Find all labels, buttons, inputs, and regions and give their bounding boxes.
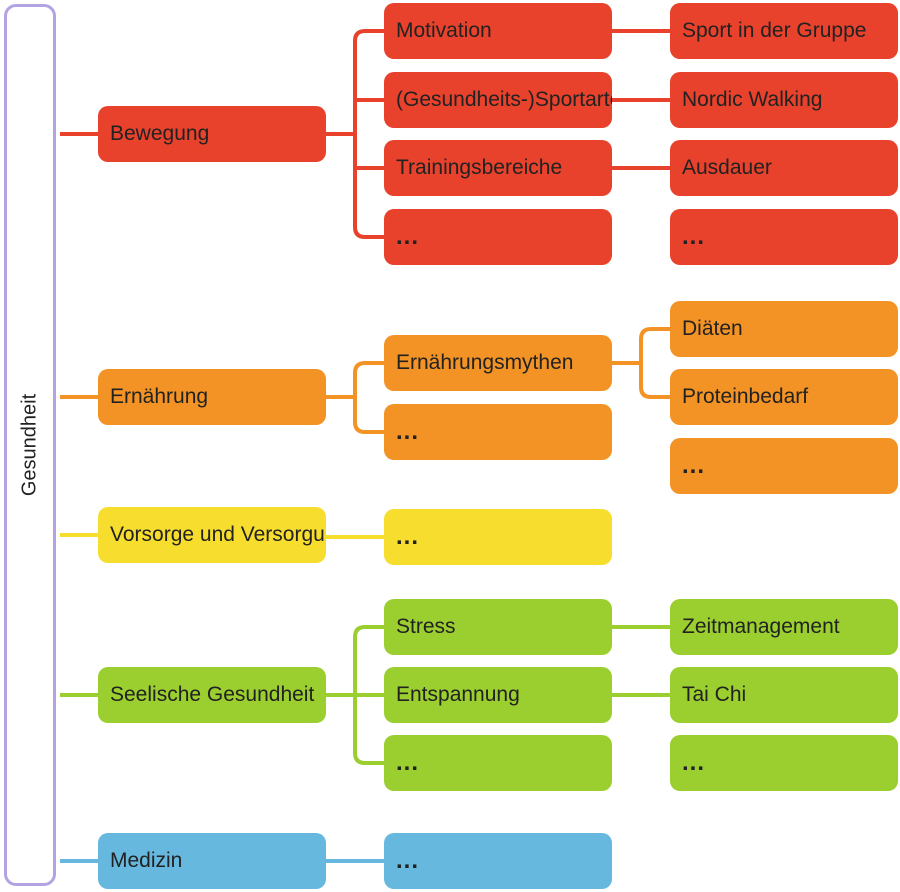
node-entspannung: Entspannung — [384, 667, 612, 723]
connector-ernaehrungsmythen-branches — [639, 327, 670, 399]
node-ernaehrungsmythen: Ernährungsmythen — [384, 335, 612, 391]
node-trainingsbereiche: Trainingsbereiche — [384, 140, 612, 196]
node-ausdauer: Ausdauer — [670, 140, 898, 196]
node-ernaehrungsmythen-more: ... — [670, 438, 898, 494]
node-bewegung-leaf-more: ... — [670, 209, 898, 265]
root-label: Gesundheit — [18, 393, 41, 497]
node-nordic-walking: Nordic Walking — [670, 72, 898, 128]
node-proteinbedarf: Proteinbedarf — [670, 369, 898, 425]
node-seelische-gesundheit: Seelische Gesundheit — [98, 667, 326, 723]
node-ernaehrung-more: ... — [384, 404, 612, 460]
connector-bewegung-branches — [353, 29, 384, 239]
node-medizin: Medizin — [98, 833, 326, 889]
node-bewegung: Bewegung — [98, 106, 326, 162]
node-vorsorge-und-versorgung: Vorsorge und Versorgung — [98, 507, 326, 563]
node-gesundheitssportarten: (Gesundheits-)Sportarten — [384, 72, 612, 128]
connector-seelische-branches — [353, 625, 384, 765]
connector-ernaehrung-branches — [353, 361, 384, 434]
node-tai-chi: Tai Chi — [670, 667, 898, 723]
node-motivation: Motivation — [384, 3, 612, 59]
node-zeitmanagement: Zeitmanagement — [670, 599, 898, 655]
node-stress: Stress — [384, 599, 612, 655]
node-sport-in-der-gruppe: Sport in der Gruppe — [670, 3, 898, 59]
node-seelische-more: ... — [384, 735, 612, 791]
node-ernaehrung: Ernährung — [98, 369, 326, 425]
node-vorsorge-more: ... — [384, 509, 612, 565]
root-node-gesundheit: Gesundheit — [4, 4, 56, 886]
node-bewegung-more: ... — [384, 209, 612, 265]
node-diaeten: Diäten — [670, 301, 898, 357]
node-medizin-more: ... — [384, 833, 612, 889]
node-seelische-leaf-more: ... — [670, 735, 898, 791]
